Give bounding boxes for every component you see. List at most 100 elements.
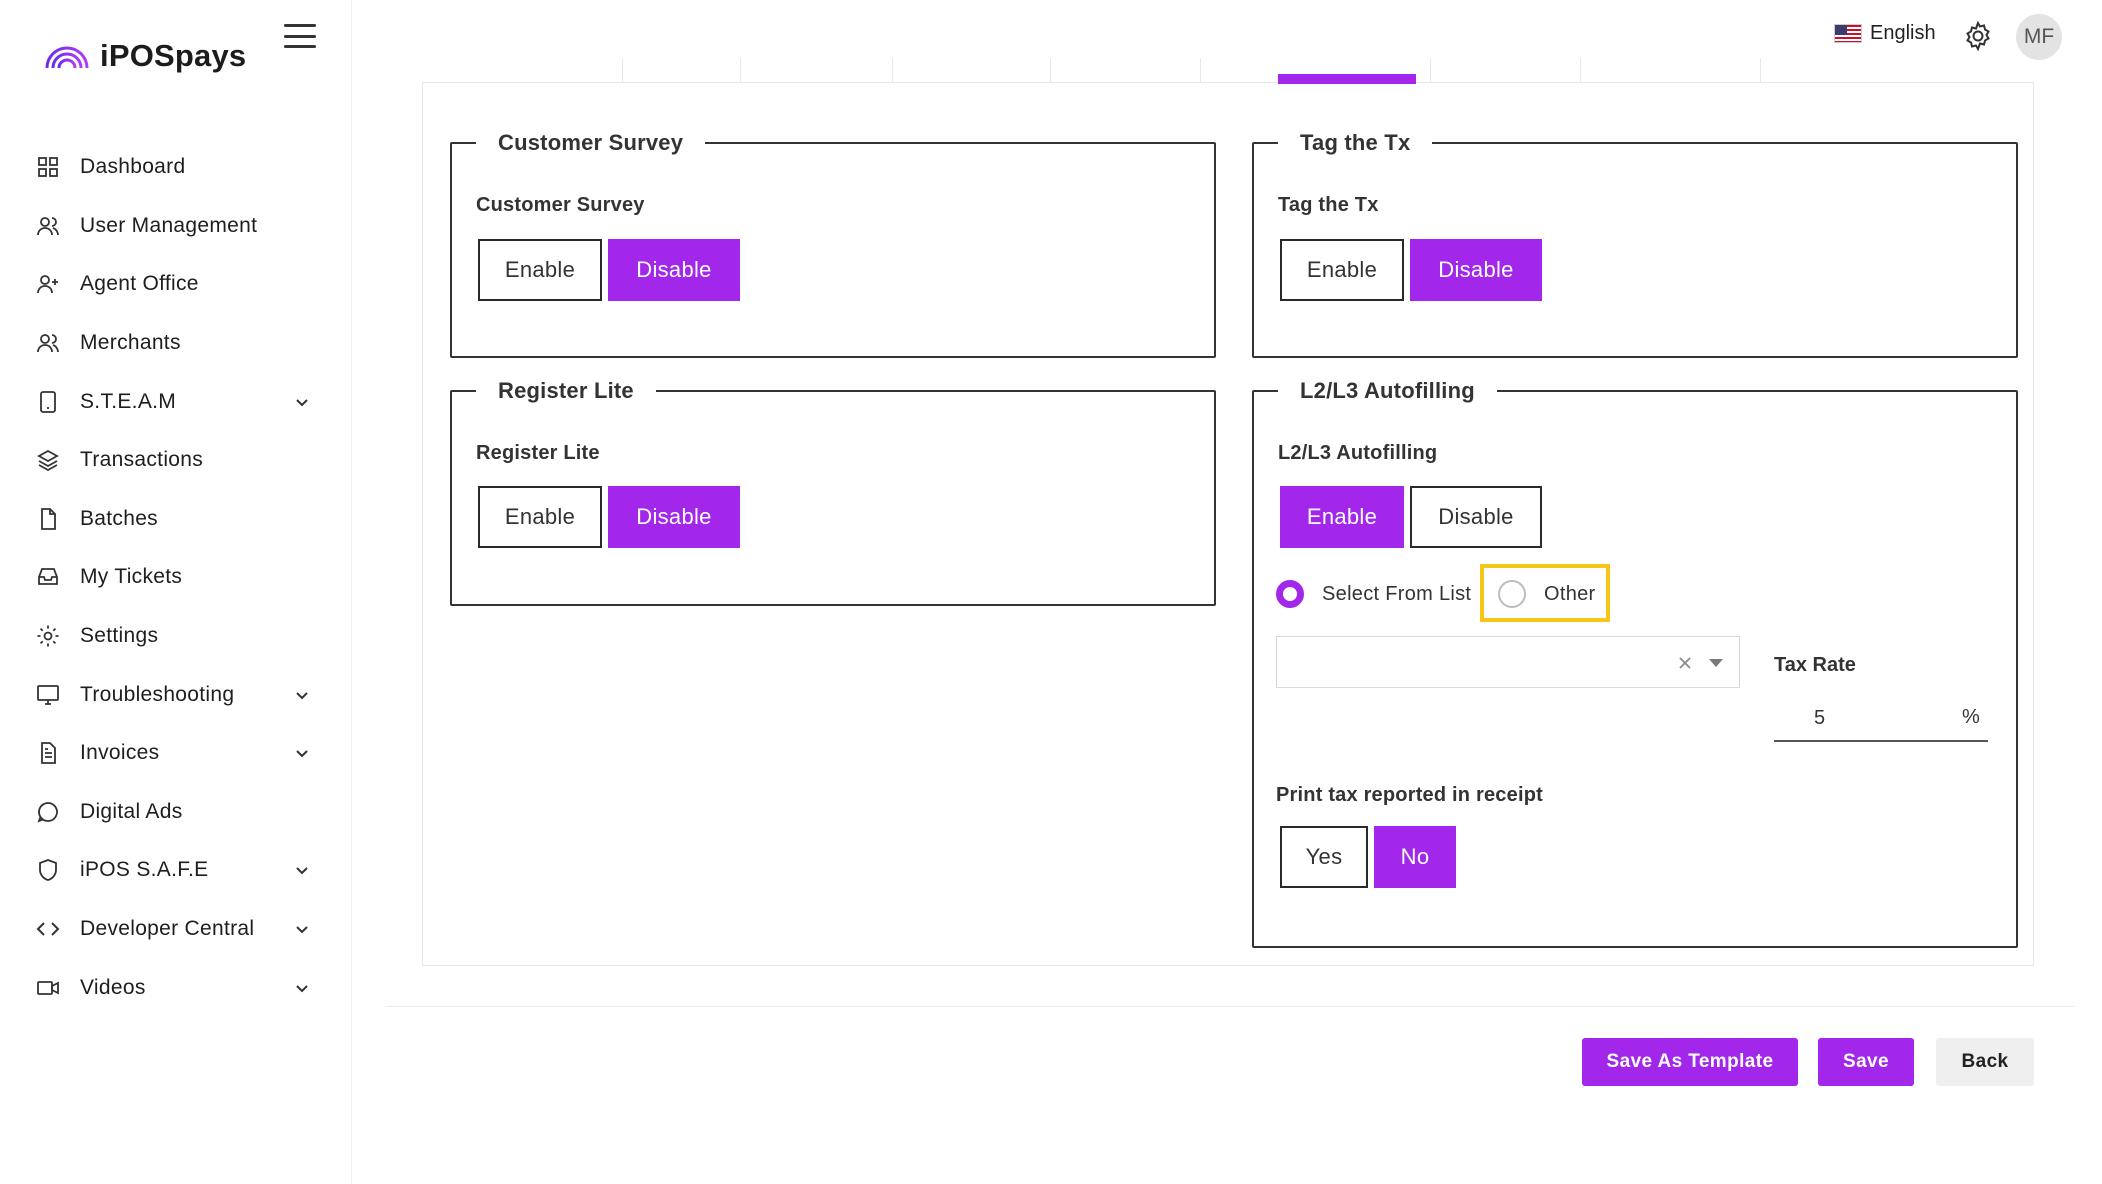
inbox-icon — [36, 565, 60, 589]
tax-list-select[interactable] — [1276, 636, 1740, 688]
sidebar-item-user-management[interactable]: User Management — [0, 197, 352, 256]
customer-survey-toggle: Enable Disable — [478, 239, 740, 301]
monitor-icon — [36, 683, 60, 707]
active-tab-indicator[interactable] — [1278, 74, 1416, 84]
sidebar-item-troubleshooting[interactable]: Troubleshooting — [0, 665, 352, 724]
language-selector[interactable]: English — [1834, 22, 1936, 45]
sidebar-item-label: Digital Ads — [80, 799, 183, 823]
sidebar-item-developer-central[interactable]: Developer Central — [0, 900, 352, 959]
sidebar-item-videos[interactable]: Videos — [0, 958, 352, 1017]
tab-strip — [622, 58, 1832, 84]
chevron-down-icon — [296, 867, 308, 875]
register-lite-disable-button[interactable]: Disable — [608, 486, 740, 548]
tab-separator — [892, 58, 893, 82]
section-legend: Tag the Tx — [1300, 130, 1411, 155]
menu-toggle-icon[interactable] — [284, 22, 316, 50]
sidebar-item-label: Developer Central — [80, 917, 255, 941]
sidebar-item-merchants[interactable]: Merchants — [0, 314, 352, 373]
customer-survey-disable-button[interactable]: Disable — [608, 239, 740, 301]
sidebar-item-label: Agent Office — [80, 272, 199, 296]
print-tax-no-button[interactable]: No — [1374, 826, 1456, 888]
chevron-down-icon — [296, 750, 308, 758]
sidebar-item-transactions[interactable]: Transactions — [0, 431, 352, 490]
l2l3-autofilling-section: L2/L3 Autofilling — [1252, 378, 2018, 948]
sidebar-item-label: Videos — [80, 975, 146, 999]
sidebar-item-label: Batches — [80, 506, 158, 530]
sidebar-item-invoices[interactable]: Invoices — [0, 724, 352, 783]
other-option-highlight — [1480, 564, 1610, 622]
back-button[interactable]: Back — [1936, 1038, 2034, 1086]
sidebar-item-batches[interactable]: Batches — [0, 490, 352, 549]
register-lite-section: Register Lite — [450, 378, 1216, 606]
print-tax-yes-button[interactable]: Yes — [1280, 826, 1368, 888]
l2l3-enable-button[interactable]: Enable — [1280, 486, 1404, 548]
sidebar-item-label: My Tickets — [80, 565, 183, 589]
customer-survey-label: Customer Survey — [476, 194, 645, 216]
tax-rate-input[interactable] — [1774, 696, 1988, 742]
document-icon — [36, 741, 60, 765]
shield-icon — [36, 858, 60, 882]
gear-icon — [36, 624, 60, 648]
rainbow-logo-icon — [45, 46, 89, 69]
chevron-down-icon — [296, 398, 308, 407]
l2l3-autofilling-toggle: Enable Disable — [1280, 486, 1542, 548]
sidebar-item-label: iPOS S.A.F.E — [80, 858, 209, 882]
tab-separator — [1760, 58, 1761, 82]
tag-the-tx-enable-button[interactable]: Enable — [1280, 239, 1404, 301]
sidebar-item-dashboard[interactable]: Dashboard — [0, 138, 352, 197]
grid-icon — [36, 155, 60, 179]
other-radio[interactable] — [1498, 580, 1526, 608]
footer-divider — [386, 1006, 2074, 1007]
tax-rate-label: Tax Rate — [1774, 654, 1856, 676]
sidebar: iPOSpays Dashboard User Management Agent… — [0, 0, 352, 1184]
clear-icon[interactable] — [1677, 655, 1693, 671]
customer-survey-enable-button[interactable]: Enable — [478, 239, 602, 301]
save-button[interactable]: Save — [1818, 1038, 1914, 1086]
section-legend: L2/L3 Autofilling — [1300, 378, 1475, 403]
sidebar-item-ipos-safe[interactable]: iPOS S.A.F.E — [0, 841, 352, 900]
select-from-list-radio[interactable] — [1276, 580, 1304, 608]
sidebar-nav: Dashboard User Management Agent Office M… — [0, 138, 352, 1017]
settings-gear-icon[interactable] — [1962, 20, 1994, 52]
file-icon — [36, 507, 60, 531]
sidebar-item-label: Dashboard — [80, 155, 186, 179]
sidebar-item-label: Troubleshooting — [80, 682, 235, 706]
users-icon — [36, 214, 60, 238]
sidebar-item-steam[interactable]: S.T.E.A.M — [0, 372, 352, 431]
tax-rate-unit: % — [1962, 706, 1980, 728]
sidebar-item-label: Merchants — [80, 331, 181, 355]
caret-down-icon[interactable] — [1709, 659, 1723, 667]
other-option[interactable]: Other — [1498, 580, 1596, 608]
l2l3-disable-button[interactable]: Disable — [1410, 486, 1542, 548]
video-icon — [36, 976, 60, 1000]
user-plus-icon — [36, 272, 60, 296]
tag-the-tx-disable-button[interactable]: Disable — [1410, 239, 1542, 301]
select-from-list-option[interactable]: Select From List — [1276, 580, 1471, 608]
chat-icon — [36, 800, 60, 824]
brand-logo[interactable]: iPOSpays — [44, 38, 246, 74]
sidebar-item-label: Settings — [80, 624, 159, 648]
sidebar-item-label: User Management — [80, 213, 258, 237]
tab-separator — [740, 58, 741, 82]
tab-separator — [1430, 58, 1431, 82]
tab-separator — [1050, 58, 1051, 82]
brand-name: iPOSpays — [100, 38, 247, 73]
tab-separator — [1200, 58, 1201, 82]
sidebar-item-digital-ads[interactable]: Digital Ads — [0, 783, 352, 842]
avatar[interactable]: MF — [2016, 14, 2062, 60]
users-icon — [36, 331, 60, 355]
us-flag-icon — [1834, 24, 1862, 43]
sidebar-item-my-tickets[interactable]: My Tickets — [0, 548, 352, 607]
save-as-template-button[interactable]: Save As Template — [1582, 1038, 1798, 1086]
register-lite-label: Register Lite — [476, 442, 600, 464]
tab-separator — [1580, 58, 1581, 82]
select-from-list-label: Select From List — [1322, 582, 1472, 605]
l2l3-autofilling-label: L2/L3 Autofilling — [1278, 442, 1438, 464]
register-lite-enable-button[interactable]: Enable — [478, 486, 602, 548]
sidebar-item-label: Invoices — [80, 741, 160, 765]
sidebar-item-settings[interactable]: Settings — [0, 607, 352, 666]
tag-the-tx-toggle: Enable Disable — [1280, 239, 1542, 301]
chevron-down-icon — [296, 926, 308, 934]
sidebar-item-agent-office[interactable]: Agent Office — [0, 255, 352, 314]
other-label: Other — [1544, 582, 1596, 605]
